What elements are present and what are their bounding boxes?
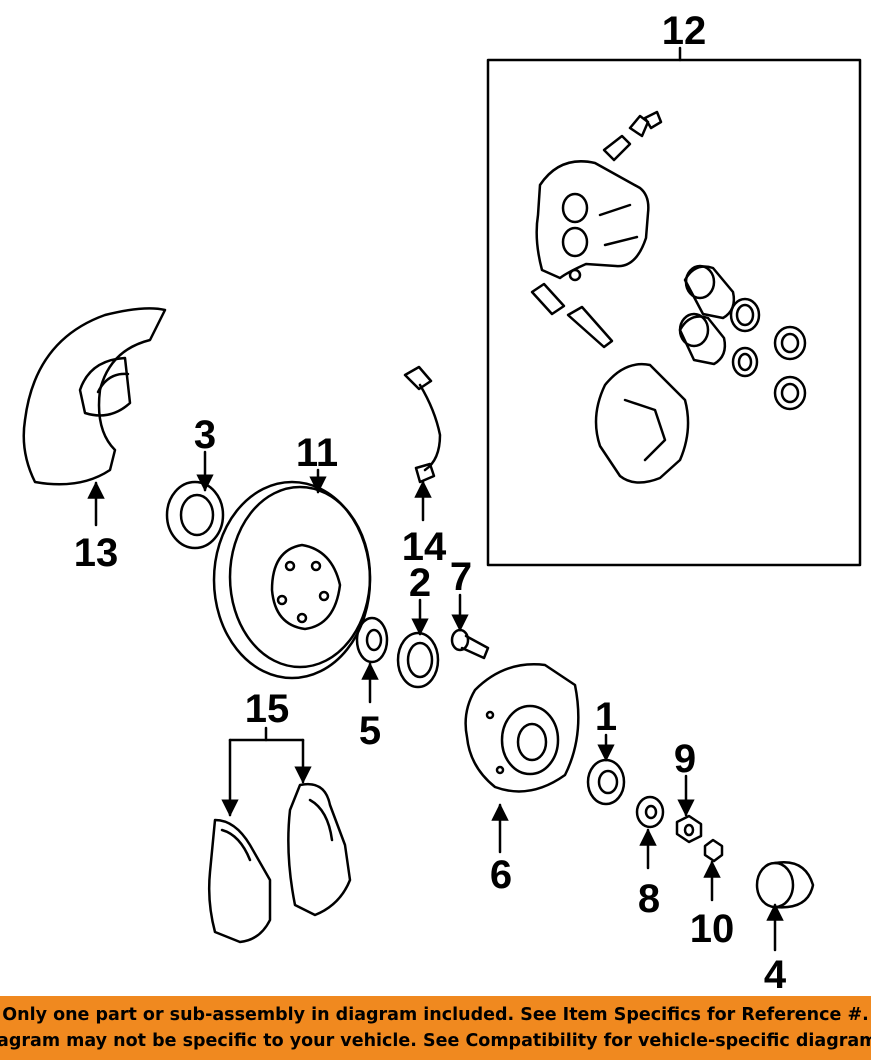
spindle-nut <box>675 814 703 844</box>
callout-14: 14 <box>402 525 447 569</box>
wheel-stud <box>450 628 490 660</box>
caliper-pistons <box>678 264 736 366</box>
brake-pad-inner <box>207 818 272 944</box>
caliper-bracket <box>594 362 690 484</box>
callout-1: 1 <box>595 695 617 739</box>
washer <box>635 795 665 829</box>
caliper-body <box>535 160 650 282</box>
brake-pad-outer <box>287 782 352 917</box>
callout-2: 2 <box>409 561 431 605</box>
disclaimer-line-1: Only one part or sub-assembly in diagram… <box>2 1005 869 1025</box>
callout-5: 5 <box>359 709 381 753</box>
callout-9: 9 <box>674 737 696 781</box>
piston-seals <box>729 297 807 411</box>
outer-bearing <box>355 616 389 664</box>
cotter-pin <box>703 838 724 863</box>
callout-8: 8 <box>638 877 660 921</box>
bleeder-screw <box>602 110 663 162</box>
grease-cap <box>755 861 815 909</box>
callout-13: 13 <box>74 531 119 575</box>
callout-12: 12 <box>662 9 707 53</box>
seal <box>165 480 225 550</box>
callout-3: 3 <box>194 413 216 457</box>
guide-pins <box>530 282 614 349</box>
disclaimer-line-2: Diagram may not be specific to your vehi… <box>0 1031 871 1051</box>
callout-15: 15 <box>245 687 290 731</box>
dust-shield <box>22 307 167 486</box>
grease-seal <box>396 631 440 689</box>
callout-6: 6 <box>490 853 512 897</box>
callout-7: 7 <box>450 555 472 599</box>
disclaimer-banner: Only one part or sub-assembly in diagram… <box>0 996 871 1060</box>
callout-4: 4 <box>764 953 787 996</box>
wheel-hub <box>464 663 580 793</box>
brake-hose <box>403 365 442 484</box>
brake-rotor <box>212 480 372 680</box>
inner-bearing <box>586 758 626 806</box>
leader-15 <box>221 726 312 817</box>
callout-11: 11 <box>296 431 338 475</box>
parts-diagram: 12 3 11 13 14 7 2 15 5 1 9 6 8 10 4 <box>22 9 862 996</box>
caliper-assembly-box <box>486 46 862 567</box>
callout-10: 10 <box>690 907 735 951</box>
